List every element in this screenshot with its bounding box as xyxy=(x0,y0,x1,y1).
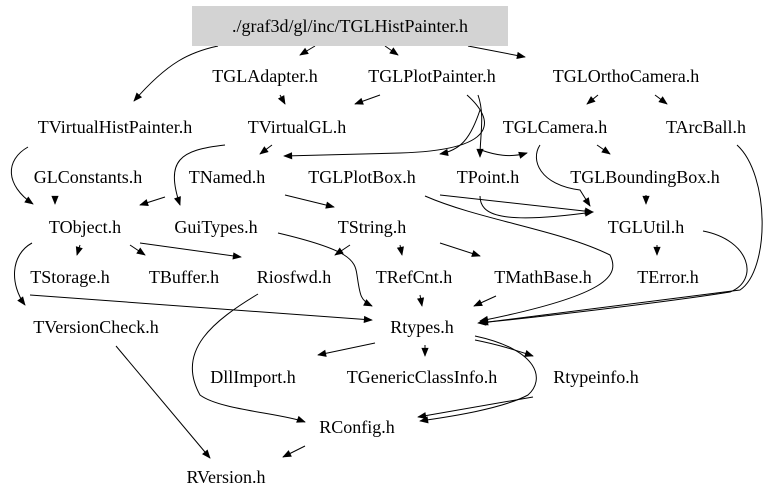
edge-TString-to-TMathBase xyxy=(439,242,481,257)
node-TGLPlotPainter[interactable]: TGLPlotPainter.h xyxy=(368,66,496,86)
node-Rtypeinfo[interactable]: Rtypeinfo.h xyxy=(553,367,639,387)
edge-TGLPlotPainter-to-TNamed xyxy=(283,94,485,160)
node-GLConstants[interactable]: GLConstants.h xyxy=(34,167,143,187)
node-TStorage[interactable]: TStorage.h xyxy=(30,267,109,287)
node-TBuffer[interactable]: TBuffer.h xyxy=(149,267,219,287)
node-TVersionCheck[interactable]: TVersionCheck.h xyxy=(33,317,158,337)
edge-root-to-TGLPlotPainter xyxy=(384,45,399,56)
edge-GuiTypes-to-Rtypes xyxy=(277,232,373,307)
edge-TObject-to-TStorage xyxy=(75,244,83,256)
edges-layer xyxy=(10,45,763,459)
edge-TArcBall-to-Rtypes xyxy=(479,144,763,326)
edge-TStorage-to-Rtypes xyxy=(29,294,373,323)
node-RConfig[interactable]: RConfig.h xyxy=(319,417,395,437)
node-TRefCnt[interactable]: TRefCnt.h xyxy=(376,267,453,287)
node-RVersion[interactable]: RVersion.h xyxy=(186,467,265,487)
node-TGLAdapter[interactable]: TGLAdapter.h xyxy=(212,66,317,86)
edge-TPoint-to-TGLUtil xyxy=(479,195,594,219)
edge-TGLUtil-to-Rtypes xyxy=(477,230,748,326)
node-TError[interactable]: TError.h xyxy=(637,267,698,287)
nodes-layer: ./graf3d/gl/inc/TGLHistPainter.hTGLAdapt… xyxy=(30,6,746,487)
edge-TObject-to-TVersionCheck xyxy=(14,242,33,306)
node-TObject[interactable]: TObject.h xyxy=(49,217,121,237)
edge-TVirtualGL-to-GuiTypes xyxy=(173,144,226,206)
edge-TString-to-Riosfwd xyxy=(334,244,351,256)
edge-TVersionCheck-to-RVersion xyxy=(115,345,211,459)
node-TGLPlotBox[interactable]: TGLPlotBox.h xyxy=(308,167,416,187)
edge-root-to-TVirtualHistPainter xyxy=(133,45,219,102)
edge-Riosfwd-to-RConfig xyxy=(191,293,306,423)
edge-Rtypes-to-DllImport xyxy=(317,342,376,357)
edge-TGLPlotBox-to-Rtypes xyxy=(424,195,614,323)
edge-TGLOrthoCamera-to-TGLCamera xyxy=(586,94,599,105)
node-TGLOrthoCamera[interactable]: TGLOrthoCamera.h xyxy=(553,66,699,86)
edge-RConfig-to-RVersion xyxy=(282,445,306,458)
edge-TNamed-to-TObject xyxy=(139,196,166,206)
edge-TGLPlotBox-to-TGLUtil xyxy=(439,194,594,215)
node-TString[interactable]: TString.h xyxy=(338,217,407,237)
node-TGLUtil[interactable]: TGLUtil.h xyxy=(608,217,685,237)
edge-TGLAdapter-to-TVirtualGL xyxy=(277,94,286,105)
node-DllImport[interactable]: DllImport.h xyxy=(210,367,296,387)
node-Rtypes[interactable]: Rtypes.h xyxy=(390,317,454,337)
edge-TGLPlotPainter-to-TVirtualGL xyxy=(354,94,381,105)
edge-TRefCnt-to-Rtypes xyxy=(417,294,425,307)
node-TGLBoundingBox[interactable]: TGLBoundingBox.h xyxy=(570,167,720,187)
edge-root-to-TGLAdapter xyxy=(299,45,316,56)
node-TGenericClassInfo[interactable]: TGenericClassInfo.h xyxy=(347,367,497,387)
edge-TGLPlotPainter-to-TGLPlotBox xyxy=(439,109,481,156)
root-node-label[interactable]: ./graf3d/gl/inc/TGLHistPainter.h xyxy=(232,16,468,36)
edge-root-to-TGLOrthoCamera xyxy=(467,45,526,59)
node-TGLCamera[interactable]: TGLCamera.h xyxy=(503,117,607,137)
edge-Rtypes-to-RConfig xyxy=(419,335,537,424)
node-GuiTypes[interactable]: GuiTypes.h xyxy=(174,217,257,237)
edge-TMathBase-to-Rtypes xyxy=(473,295,497,307)
node-TVirtualGL[interactable]: TVirtualGL.h xyxy=(248,117,346,137)
node-Riosfwd[interactable]: Riosfwd.h xyxy=(257,267,332,287)
edge-Rtypes-to-Rtypeinfo xyxy=(474,339,534,357)
edge-TString-to-TRefCnt xyxy=(396,244,404,256)
edge-TNamed-to-TString xyxy=(284,194,335,209)
edge-TGLCamera-to-TGLUtil xyxy=(535,144,591,207)
node-TVirtualHistPainter[interactable]: TVirtualHistPainter.h xyxy=(38,117,192,137)
edge-TGLPlotPainter-to-TPoint xyxy=(476,94,484,158)
edge-TGLOrthoCamera-to-TArcBall xyxy=(654,94,668,105)
edge-TGLPlotPainter-to-TGLCamera xyxy=(480,149,528,159)
node-TPoint[interactable]: TPoint.h xyxy=(457,167,520,187)
edge-TObject-to-Riosfwd xyxy=(139,242,242,260)
edge-TObject-to-TBuffer xyxy=(129,244,146,256)
edge-Rtypeinfo-to-RConfig xyxy=(417,396,534,420)
node-TArcBall[interactable]: TArcBall.h xyxy=(666,117,746,137)
node-TNamed[interactable]: TNamed.h xyxy=(189,167,265,187)
node-TMathBase[interactable]: TMathBase.h xyxy=(494,267,591,287)
edge-TVirtualGL-to-TNamed xyxy=(259,144,273,155)
edge-TVirtualHistPainter-to-TObject xyxy=(10,146,34,205)
edge-TGLCamera-to-TGLBoundingBox xyxy=(596,144,611,155)
root-node-box[interactable] xyxy=(192,6,508,46)
